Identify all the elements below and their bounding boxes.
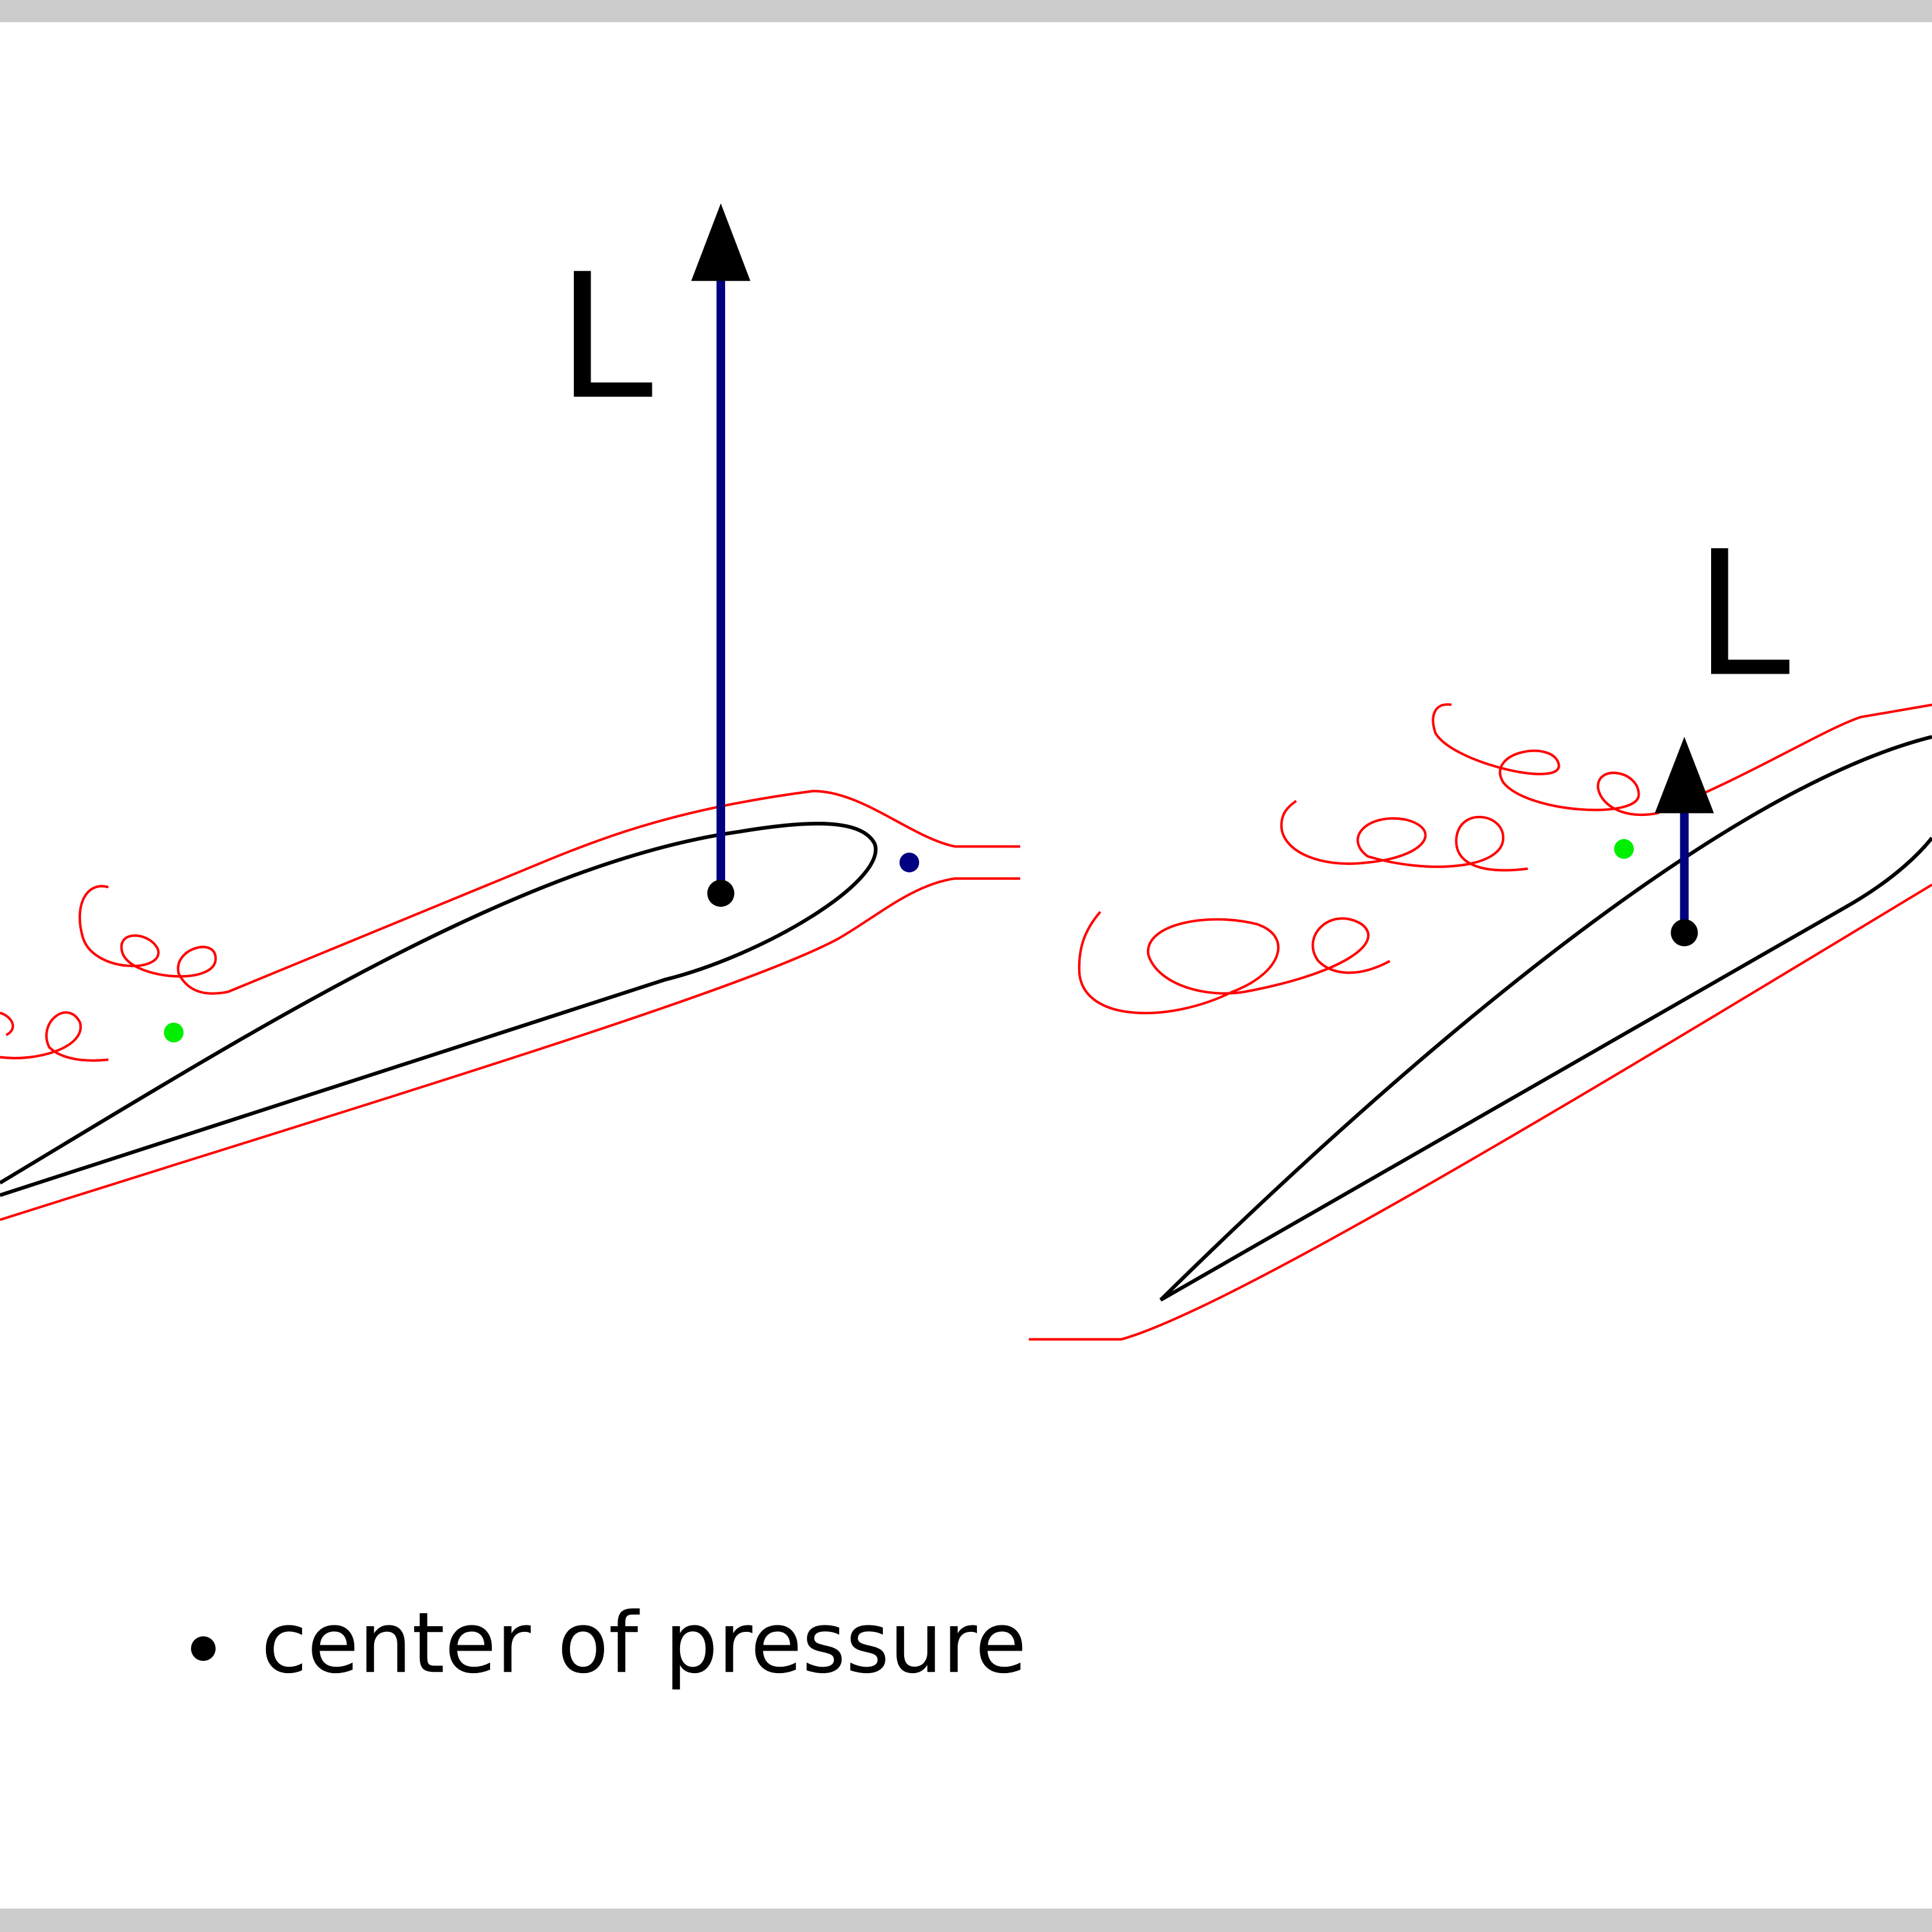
right-lift-arrowhead: [1654, 737, 1714, 813]
right-lift-label: L: [1694, 515, 1792, 715]
legend-center-of-pressure-marker: [191, 1636, 216, 1662]
left-navy-dot: [899, 852, 920, 873]
right-lower-streamline: [1028, 884, 1932, 1341]
right-green-dot: [1614, 838, 1634, 859]
legend: center of pressure: [191, 1594, 1027, 1692]
left-lower-streamline: [0, 877, 1021, 1221]
left-green-dot: [164, 1023, 184, 1043]
right-center-of-pressure-dot: [1671, 919, 1698, 947]
top-frame-bar: [0, 0, 1932, 23]
left-turbulent-vortices: [0, 885, 229, 1062]
left-upper-streamline: [227, 790, 1021, 993]
left-panel: L: [0, 203, 1021, 1221]
left-lift-label: L: [557, 237, 654, 438]
right-turbulent-vortices: [1077, 703, 1658, 1015]
left-lift-arrowhead: [691, 203, 751, 281]
bottom-frame-bar: [0, 1908, 1932, 1932]
right-airfoil: [1159, 735, 1932, 1302]
right-panel: L: [1028, 515, 1932, 1341]
legend-text: center of pressure: [261, 1594, 1027, 1692]
left-center-of-pressure-dot: [707, 880, 735, 907]
left-airfoil: [0, 822, 878, 1197]
